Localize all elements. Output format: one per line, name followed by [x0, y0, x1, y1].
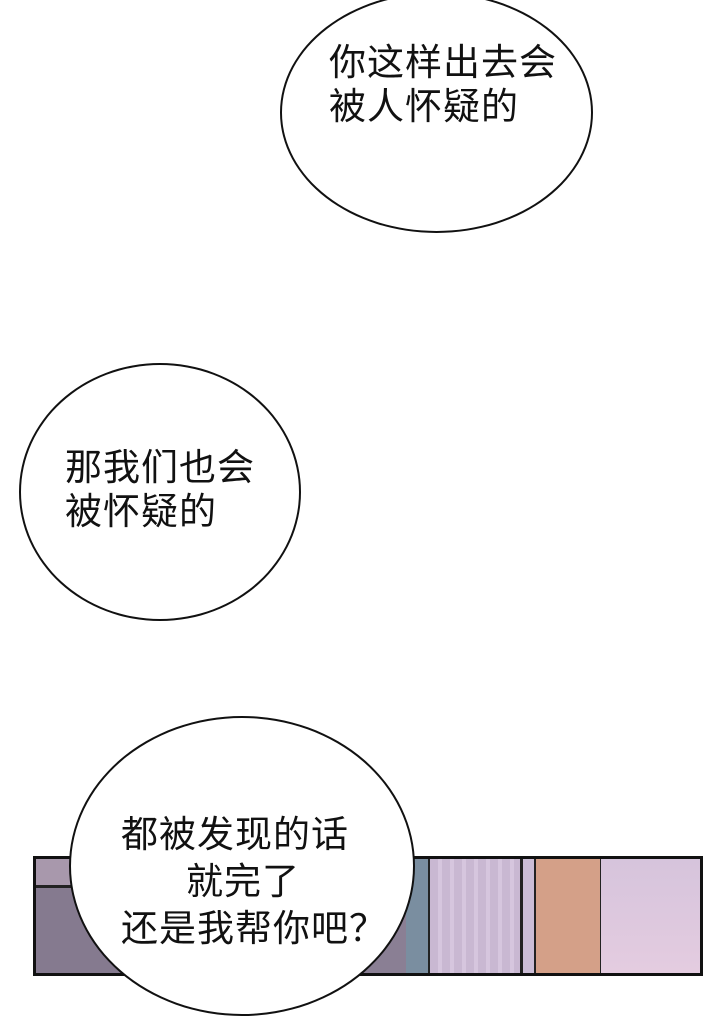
bubble-2-line-2: 被怀疑的	[65, 490, 217, 533]
bubble-3-line-3: 还是我帮你吧？	[121, 907, 387, 950]
panel-wall-right	[601, 859, 700, 973]
panel-door	[534, 859, 603, 973]
panel-wall-mid	[520, 859, 537, 973]
bubble-3-line-2: 就完了	[186, 860, 300, 903]
speech-bubble-1: 你这样出去会 被人怀疑的	[280, 0, 593, 233]
panel-blue-strip	[406, 859, 430, 973]
speech-bubble-2: 那我们也会 被怀疑的	[19, 363, 301, 621]
bubble-1-line-2: 被人怀疑的	[329, 85, 519, 128]
bubble-2-line-1: 那我们也会	[65, 446, 255, 489]
bubble-3-line-1: 都被发现的话	[121, 813, 349, 856]
panel-curtain	[430, 859, 520, 973]
speech-bubble-3: 都被发现的话 就完了 还是我帮你吧？	[69, 716, 415, 1016]
bubble-1-line-1: 你这样出去会	[329, 41, 557, 84]
